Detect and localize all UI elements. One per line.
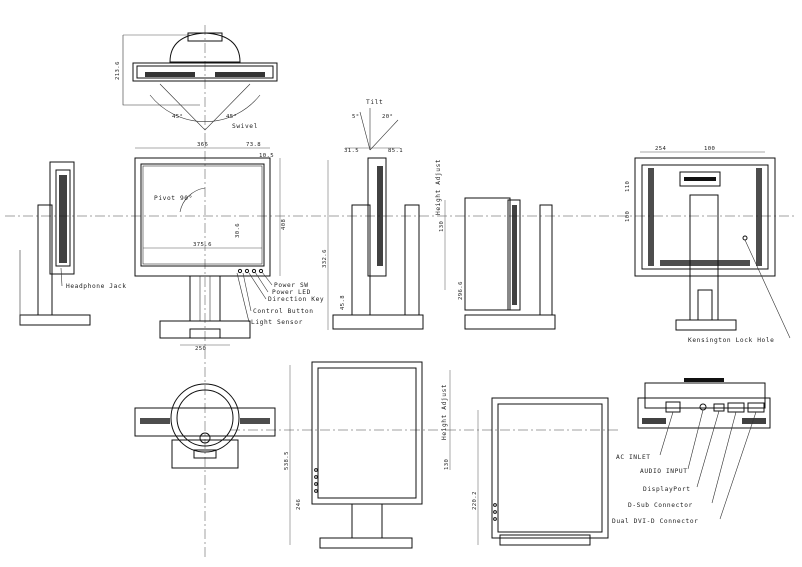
front-width-dim: 366 — [197, 142, 208, 148]
portrait-height-label: Height Adjust — [441, 384, 448, 440]
side-dim-1: 31.5 — [344, 148, 359, 154]
swivel-angle-right: 45° — [226, 114, 237, 120]
callout-power-sw: Power SW — [274, 282, 309, 289]
callout-headphone-jack: Headphone Jack — [66, 283, 127, 290]
pivot-label: Pivot 90° — [154, 194, 193, 202]
front-top-dim-2: 10.5 — [259, 153, 274, 159]
callout-direction-key: Direction Key — [268, 296, 324, 303]
height-adjust-dim: 130 — [439, 221, 445, 232]
height-adjust-label: Height Adjust — [435, 159, 442, 215]
bottom-view — [134, 383, 276, 469]
callout-light-sensor: Light Sensor — [251, 319, 303, 326]
rear-dim-4: 110 — [625, 181, 631, 192]
front-side-dim: 408 — [281, 218, 287, 230]
rear-dim-2: 100 — [704, 146, 715, 152]
callout-dvi: Dual DVI-D Connector — [612, 518, 699, 525]
callout-ac-inlet: AC INLET — [616, 454, 651, 461]
swivel-angle-left: 45° — [172, 114, 183, 120]
left-side-view: Headphone Jack — [19, 161, 127, 326]
portrait-dim-2: 246 — [296, 499, 302, 510]
side-dim-3: 332.6 — [322, 249, 328, 268]
front-buttons — [237, 268, 264, 274]
front-view: 366 73.8 10.5 375.6 30.6 408 Pivot 90° 2… — [134, 142, 287, 352]
swivel-label: Swivel — [232, 123, 258, 130]
callout-audio-input: AUDIO INPUT — [640, 468, 688, 475]
front-screen-width: 375.6 — [193, 242, 212, 248]
portrait-lowered-view: 220.2 — [472, 397, 609, 546]
top-vent-pattern — [145, 72, 265, 77]
tilt-angle-1: 5° — [352, 114, 360, 120]
rear-view: 254 100 110 100 Kensington Lock Hole — [625, 146, 791, 344]
tilt-label: Tilt — [366, 99, 383, 106]
front-callouts: Power SW Power LED Direction Key Control… — [236, 271, 324, 326]
tilt-angle-2: 20° — [382, 114, 393, 120]
height-adjust-low: 296.6 — [458, 281, 464, 300]
height-adjust-view: Height Adjust 130 296.6 — [435, 159, 556, 330]
side-dim-4: 45.8 — [340, 295, 346, 310]
top-view: 213.6 45° 45° Swivel — [115, 32, 278, 131]
lowered-buttons — [493, 503, 497, 521]
callout-displayport: DisplayPort — [643, 486, 691, 493]
side-dim-2: 85.1 — [388, 148, 403, 154]
connector-panel-view: AC INLET AUDIO INPUT DisplayPort D-Sub C… — [612, 378, 771, 525]
portrait-dim-3: 130 — [444, 459, 450, 470]
callout-kensington: Kensington Lock Hole — [688, 337, 775, 344]
portrait-front-view: 538.5 246 Height Adjust 130 — [284, 361, 451, 549]
top-depth-dim: 213.6 — [115, 61, 121, 80]
front-top-dim-1: 73.8 — [246, 142, 261, 148]
front-height-dim: 30.6 — [235, 223, 241, 238]
callout-control-button: Control Button — [253, 308, 314, 315]
front-base-width: 250 — [195, 346, 206, 352]
portrait-buttons — [314, 468, 318, 493]
rear-dim-1: 254 — [655, 146, 667, 152]
callout-power-led: Power LED — [272, 289, 311, 296]
rear-dim-3: 100 — [625, 211, 631, 222]
tilt-side-view: Tilt 5° 20° 31.5 85.1 332.6 45.8 — [322, 99, 424, 330]
portrait-dim-4: 220.2 — [472, 491, 478, 510]
centerlines — [5, 25, 797, 560]
callout-dsub: D-Sub Connector — [628, 502, 693, 509]
portrait-dim-1: 538.5 — [284, 451, 290, 470]
